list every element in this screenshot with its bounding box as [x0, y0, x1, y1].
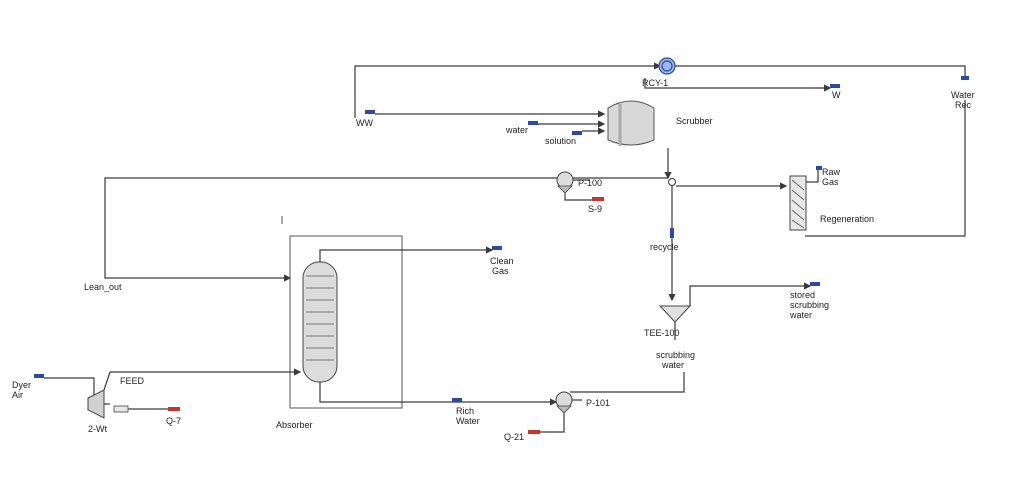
scrubbing-water-label-line2: water — [661, 360, 684, 370]
q21-label: Q-21 — [504, 432, 524, 442]
scrubbing-water-stream — [570, 322, 685, 393]
scrubber-vessel-icon[interactable] — [607, 100, 655, 146]
dry-air-stream[interactable] — [34, 374, 95, 396]
scrubber-label: Scrubber — [676, 116, 713, 126]
stored-water-label-line2: scrubbing — [790, 300, 829, 310]
s9-energy-stream[interactable] — [564, 193, 604, 201]
q7-energy-stream[interactable] — [113, 405, 180, 413]
tee-100-label: TEE-100 — [644, 328, 680, 338]
q7-label: Q-7 — [166, 416, 181, 426]
absorber-subflowsheet-box[interactable] — [289, 235, 403, 409]
ww-stream[interactable] — [365, 110, 606, 118]
pump-p101-label: P-101 — [586, 398, 610, 408]
clean-gas-label-line2: Gas — [492, 266, 509, 276]
water-rec-tag[interactable] — [961, 76, 969, 80]
clean-gas-stream[interactable] — [319, 246, 502, 262]
feed-label: FEED — [120, 376, 145, 386]
compressor-label: 2-Wt — [88, 424, 107, 434]
water-stream-label: water — [505, 125, 528, 135]
mixer-node-icon[interactable] — [668, 178, 676, 186]
rich-water-label-line1: Rich — [456, 406, 474, 416]
water-rec-label-line2: Rec — [955, 100, 972, 110]
scrubbing-water-label-line1: scrubbing — [656, 350, 695, 360]
pump-p100-label: P-100 — [578, 178, 602, 188]
recycle-loop-lines — [354, 62, 966, 237]
dry-air-label-line2: Air — [12, 390, 23, 400]
w-stream-label: W — [832, 90, 841, 100]
solution-stream[interactable] — [572, 127, 606, 135]
lean-out-label: Lean_out — [84, 282, 122, 292]
absorber-label: Absorber — [276, 420, 313, 430]
pump-p100-icon[interactable] — [556, 171, 590, 194]
raw-gas-label-line1: Raw — [822, 167, 841, 177]
stored-water-label-line3: water — [789, 310, 812, 320]
dry-air-label-line1: Dyer — [12, 380, 31, 390]
s9-stream-label: S-9 — [588, 204, 602, 214]
tee-100-icon[interactable] — [658, 305, 692, 323]
pump-p101-icon[interactable] — [555, 391, 582, 414]
clean-gas-label-line1: Clean — [490, 256, 514, 266]
recycle-block-label: RCY-1 — [642, 78, 668, 88]
compressor-icon[interactable] — [87, 371, 111, 419]
recycle-block-icon[interactable] — [658, 57, 676, 75]
stored-scrubbing-water-stream[interactable] — [689, 282, 820, 306]
solution-stream-label: solution — [545, 136, 576, 146]
rich-water-stream — [319, 382, 558, 406]
q21-energy-stream[interactable] — [528, 413, 565, 434]
water-stream[interactable] — [528, 120, 606, 128]
rich-water-label-line2: Water — [456, 416, 480, 426]
raw-gas-label-line2: Gas — [822, 177, 839, 187]
regeneration-vessel-icon[interactable] — [789, 175, 807, 231]
lean-out-stream — [104, 177, 668, 282]
water-rec-label-line1: Water — [951, 90, 975, 100]
recycle-stream — [668, 186, 676, 302]
w-stream[interactable] — [644, 78, 840, 92]
ww-stream-label: WW — [356, 118, 373, 128]
raw-gas-stream[interactable] — [806, 166, 822, 183]
regeneration-label: Regeneration — [820, 214, 874, 224]
recycle-label: recycle — [650, 242, 679, 252]
stored-water-label-line1: stored — [790, 290, 815, 300]
absorber-column-icon[interactable] — [302, 261, 338, 383]
